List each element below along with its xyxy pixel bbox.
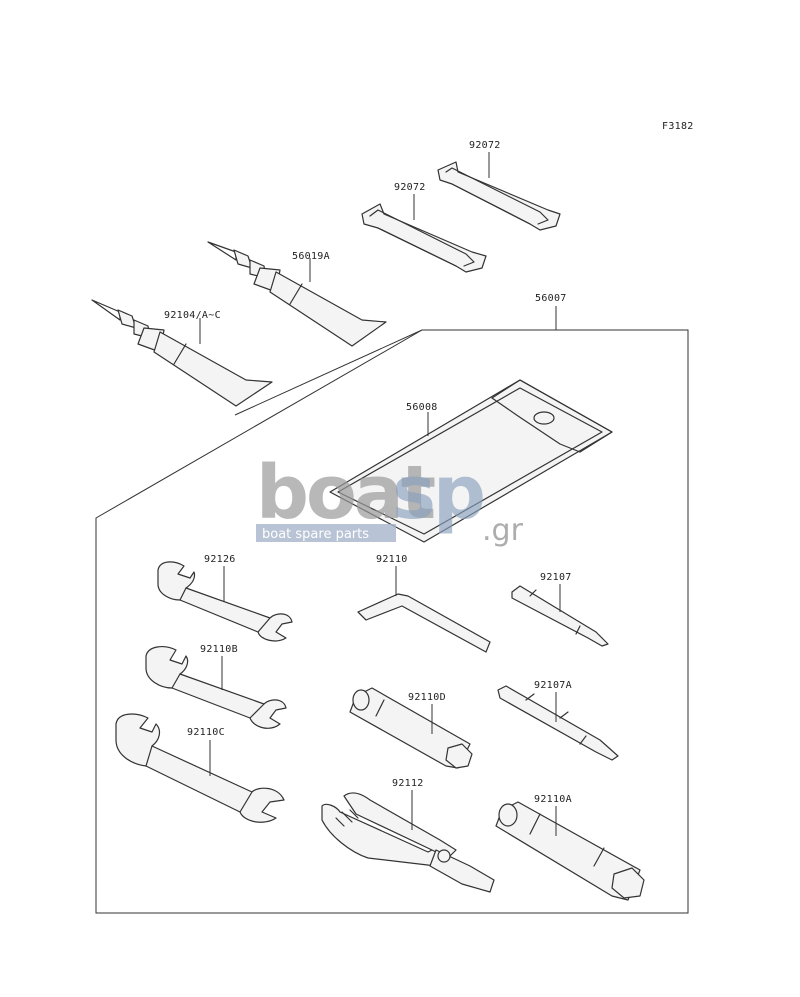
pliers: [321, 792, 495, 893]
tool-kit-frame-diagonal: [234, 329, 423, 416]
label-tool-case: 56008: [406, 402, 438, 413]
label-strap-upper: 92072: [469, 140, 501, 151]
label-screwdriver-bit-lower: 92107A: [534, 680, 572, 691]
screwdriver-bit-upper: [511, 585, 609, 647]
label-pliers: 92112: [392, 778, 424, 789]
strap-lower: [361, 203, 487, 273]
label-wrench-lower: 92110C: [187, 727, 225, 738]
label-wrench-upper: 92126: [204, 554, 236, 565]
watermark-domain: .gr: [482, 513, 524, 548]
watermark-tagline-band: [256, 524, 396, 542]
watermark: boat sp .gr boat spare parts: [256, 450, 524, 548]
label-screwdriver-bit-upper: 92107: [540, 572, 572, 583]
watermark-logo-sp: sp: [392, 450, 483, 536]
tool-kit-frame: [95, 329, 689, 914]
label-grease-tube-upper: 56019A: [292, 251, 330, 262]
figure-code: F3182: [662, 121, 694, 132]
label-wrench-middle: 92110B: [200, 644, 238, 655]
wrench-middle: [145, 646, 287, 729]
wrench-lower: [115, 713, 285, 823]
label-grease-tube-lower: 92104/A~C: [164, 310, 221, 321]
grease-tube-upper: [207, 241, 387, 347]
hex-key: [357, 593, 491, 653]
screwdriver-bit-lower: [497, 685, 619, 761]
label-strap-lower: 92072: [394, 182, 426, 193]
strap-upper: [437, 161, 561, 231]
socket-wrench-small: [349, 687, 473, 769]
grease-tube-lower: [91, 299, 273, 407]
label-socket-wrench-large: 92110A: [534, 794, 572, 805]
wrench-upper: [157, 561, 293, 642]
label-socket-wrench-small: 92110D: [408, 692, 446, 703]
watermark-word: boat: [256, 450, 435, 536]
label-hex-key: 92110: [376, 554, 408, 565]
watermark-tagline: boat spare parts: [262, 527, 369, 542]
socket-wrench-large: [495, 801, 645, 901]
label-tool-kit: 56007: [535, 293, 567, 304]
